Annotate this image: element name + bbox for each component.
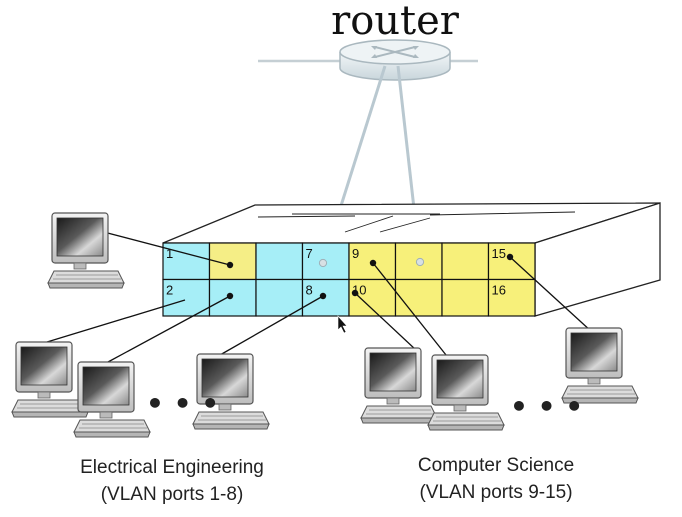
port-number-label: 15 — [492, 246, 506, 261]
cs-group-label: Computer Science — [418, 455, 574, 476]
port-number-label: 9 — [352, 246, 359, 261]
computer-ee-2-icon — [11, 341, 89, 418]
switch-port — [208, 278, 257, 317]
switch-port — [301, 278, 350, 317]
router-icon — [258, 39, 478, 81]
router-title: router — [331, 0, 460, 44]
port-number-label: 16 — [492, 283, 506, 298]
switch-port — [208, 242, 257, 281]
port-number-label: 8 — [306, 283, 313, 298]
port-15-dot — [506, 253, 514, 261]
port-number-label: 7 — [306, 246, 313, 261]
port-dots — [226, 253, 514, 300]
port-1-dot — [226, 261, 234, 269]
port-8-dot — [319, 292, 327, 300]
switch-port — [441, 242, 490, 281]
switch-port — [394, 278, 443, 317]
ee-group-ports: (VLAN ports 1-8) — [101, 484, 244, 505]
port-number-label: 2 — [166, 283, 173, 298]
switch-port — [348, 242, 397, 281]
ee-ellipsis: • • • — [146, 387, 219, 420]
host-cables — [46, 229, 593, 363]
port-10-dot — [351, 289, 359, 297]
switch-port — [255, 242, 304, 281]
cs-ellipsis: • • • — [510, 390, 583, 423]
computer-cs-2-icon — [427, 354, 505, 431]
ee-group-label: Electrical Engineering — [80, 457, 264, 478]
port-number-label: 1 — [166, 246, 173, 261]
port-2-dot — [226, 292, 234, 300]
computer-ee-3-icon — [73, 361, 151, 438]
switch-port — [255, 278, 304, 317]
computer-ee-1-icon — [47, 212, 125, 289]
switch-port — [441, 278, 490, 317]
port-9-dot — [369, 259, 377, 267]
mouse-cursor-icon — [337, 315, 348, 334]
vlan-switch — [162, 202, 661, 317]
switch-port — [487, 278, 536, 317]
computer-cs-1-icon — [360, 347, 438, 424]
router-port-dots — [318, 257, 425, 268]
cs-group-ports: (VLAN ports 9-15) — [419, 482, 572, 503]
